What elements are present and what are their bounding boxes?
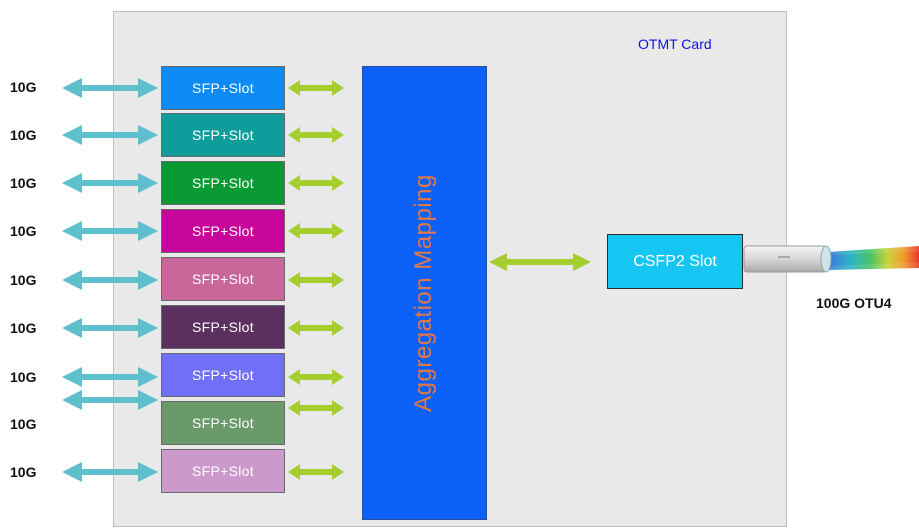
internal-arrow-6 (288, 320, 344, 336)
sfp-slot-9[interactable]: SFP+Slot (161, 449, 285, 493)
client-arrow-8 (62, 390, 158, 410)
card-title: OTMT Card (638, 36, 712, 52)
internal-arrow-4 (288, 223, 344, 239)
sfp-slot-1[interactable]: SFP+Slot (161, 66, 285, 110)
sfp-slot-7[interactable]: SFP+Slot (161, 353, 285, 397)
otu4-line-label: 100G OTU4 (816, 295, 892, 311)
sfp-slot-6[interactable]: SFP+Slot (161, 305, 285, 349)
client-arrow-2 (62, 125, 158, 145)
internal-arrow-8 (288, 400, 344, 416)
fiber-cable-icon (743, 245, 919, 273)
port-rate-label: 10G (10, 369, 37, 385)
client-arrow-4 (62, 221, 158, 241)
port-rate-label: 10G (10, 175, 37, 191)
port-rate-label: 10G (10, 223, 37, 239)
port-rate-label: 10G (10, 416, 37, 432)
internal-arrow-1 (288, 80, 344, 96)
internal-arrow-2 (288, 127, 344, 143)
port-rate-label: 10G (10, 272, 37, 288)
port-rate-label: 10G (10, 127, 37, 143)
aggregation-mapping-block (362, 66, 487, 520)
client-arrow-9 (62, 462, 158, 482)
client-arrow-7 (62, 367, 158, 387)
client-arrow-5 (62, 270, 158, 290)
client-arrow-3 (62, 173, 158, 193)
sfp-slot-8[interactable]: SFP+Slot (161, 401, 285, 445)
sfp-slot-5[interactable]: SFP+Slot (161, 257, 285, 301)
internal-arrow-7 (288, 369, 344, 385)
port-rate-label: 10G (10, 79, 37, 95)
sfp-slot-4[interactable]: SFP+Slot (161, 209, 285, 253)
client-arrow-1 (62, 78, 158, 98)
csfp2-slot[interactable]: CSFP2 Slot (607, 234, 743, 289)
port-rate-label: 10G (10, 464, 37, 480)
internal-arrow-5 (288, 272, 344, 288)
port-rate-label: 10G (10, 320, 37, 336)
client-arrow-6 (62, 318, 158, 338)
internal-arrow-9 (288, 464, 344, 480)
sfp-slot-2[interactable]: SFP+Slot (161, 113, 285, 157)
internal-arrows (288, 80, 591, 480)
sfp-slot-3[interactable]: SFP+Slot (161, 161, 285, 205)
internal-arrow-3 (288, 175, 344, 191)
uplink-arrow (489, 253, 591, 271)
client-arrows (62, 78, 158, 482)
